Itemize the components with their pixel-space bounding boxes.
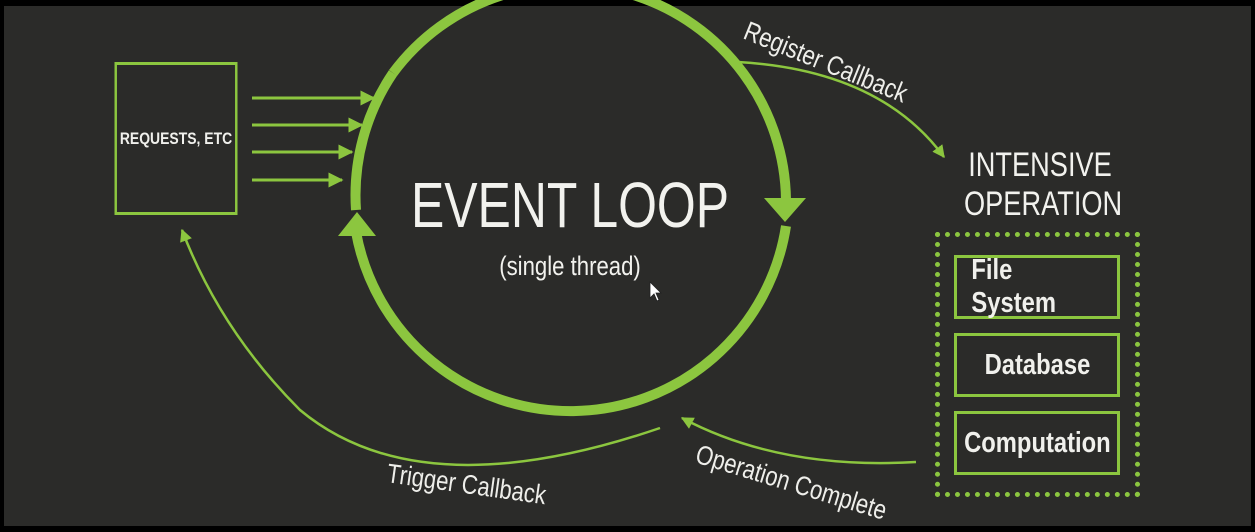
trigger-callback-label: Trigger Callback	[385, 459, 548, 511]
mouse-cursor-icon	[649, 281, 662, 302]
event-loop-arrowhead-up	[338, 212, 376, 236]
trigger-callback-arrow	[180, 228, 661, 467]
operation-file-system: File System	[954, 254, 1120, 319]
intensive-operation-title: INTENSIVE OPERATION	[964, 146, 1122, 224]
operation-computation: Computation	[954, 411, 1120, 475]
operation-database-label: Database	[984, 348, 1090, 381]
event-loop-arrowhead-down	[764, 198, 806, 222]
event-loop-subtitle: (single thread)	[499, 251, 641, 281]
operation-file-system-label: File System	[971, 254, 1057, 319]
event-loop-arc-right	[388, 0, 791, 201]
register-callback-arrow	[737, 60, 946, 159]
operation-complete-arrow	[680, 416, 917, 465]
operation-complete-label: Operation Complete	[692, 440, 890, 526]
event-loop-title: EVENT LOOP	[410, 169, 730, 241]
event-loop-arc-bottom	[351, 225, 791, 417]
requests-box: REQUESTS, ETC	[114, 62, 238, 215]
intensive-title-line1: INTENSIVE	[968, 146, 1112, 184]
intensive-title-line2: OPERATION	[964, 185, 1123, 223]
event-loop-arc-left	[350, 70, 398, 211]
register-callback-label: Register Callback	[740, 17, 912, 110]
requests-label: REQUESTS, ETC	[119, 128, 233, 148]
operation-database: Database	[954, 333, 1120, 397]
operation-computation-label: Computation	[963, 426, 1111, 459]
intensive-operation-group	[935, 232, 1140, 497]
